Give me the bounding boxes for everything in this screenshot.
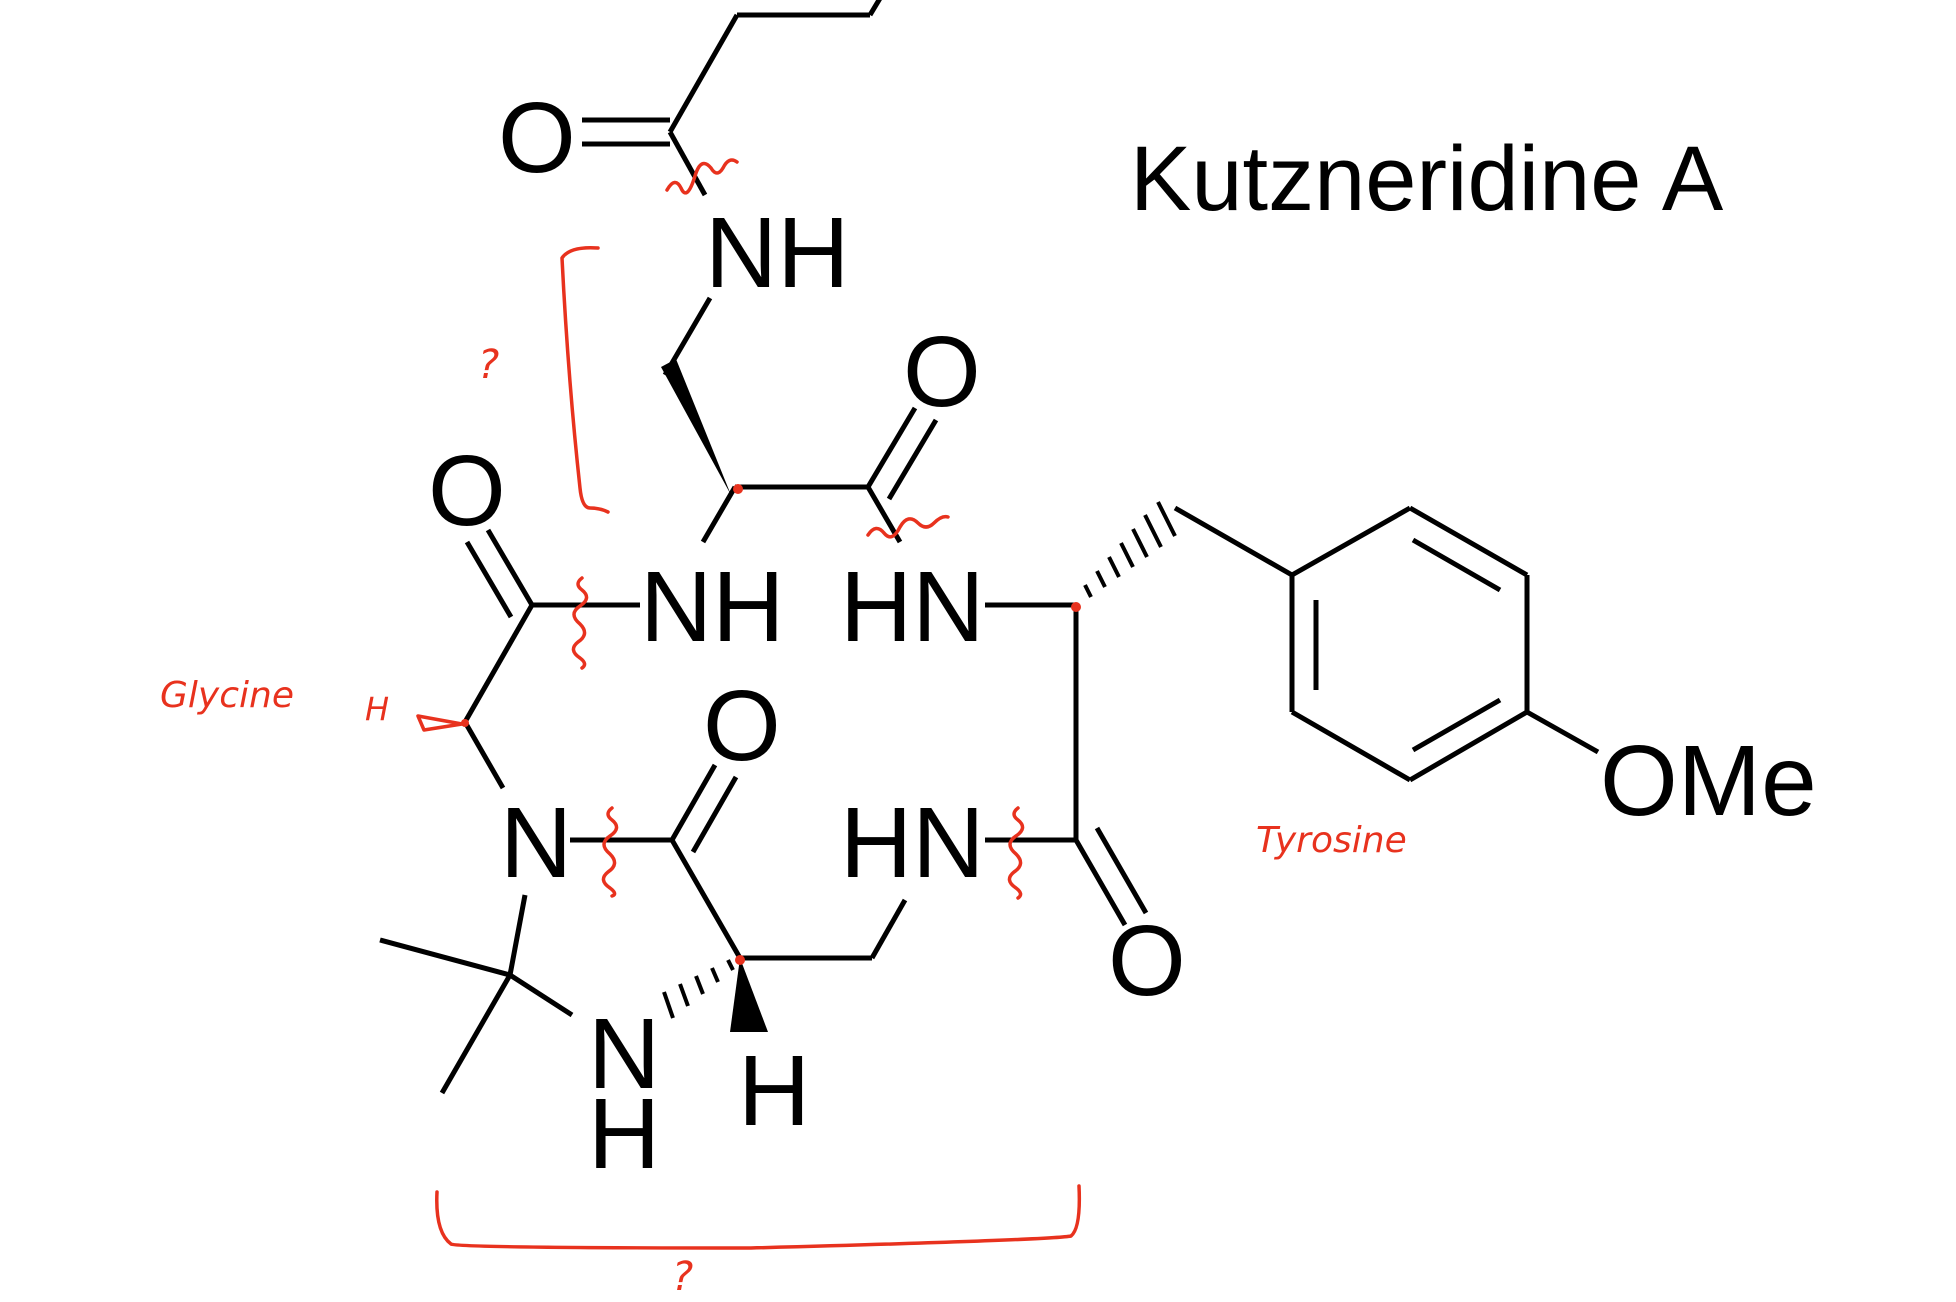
atom-h-ring: H [588, 1078, 660, 1190]
stereocenter-dot-upper [733, 484, 743, 494]
atom-hn-mid: HN [840, 551, 984, 663]
atom-o-upper-right: O [903, 316, 981, 428]
bracket-upper [560, 245, 610, 514]
squiggle-upper-right-amide [866, 514, 950, 539]
handwritten-annotations: Glycine H Tyrosine ? ? [160, 158, 1407, 1300]
squiggle-top-amide [665, 158, 739, 195]
wedge-bond-h [730, 958, 768, 1032]
compound-title: Kutzneridine A [1130, 128, 1724, 230]
atom-o-lower-mid: O [703, 670, 781, 782]
squiggle-left-amide [571, 576, 589, 670]
squiggle-lower-left-amide [601, 806, 619, 898]
label-question-lower: ? [672, 1254, 693, 1300]
hash-bond-tyrosine [1083, 501, 1177, 598]
atom-o-left: O [428, 435, 506, 547]
bracket-lower [435, 1184, 1082, 1250]
atom-ome: OMe [1600, 725, 1817, 837]
atom-h-stereo: H [738, 1035, 810, 1147]
stereocenter-dot-lower [735, 955, 745, 965]
atom-nh-top: NH [705, 197, 849, 309]
glycine-arrow [416, 714, 464, 732]
stereocenter-dot-glycine [461, 719, 469, 727]
label-tyrosine: Tyrosine [1256, 820, 1407, 861]
label-question-upper: ? [478, 342, 499, 388]
atom-labels: O NH O O NH HN O N HN O N H H OMe [428, 82, 1817, 1190]
atom-nh-mid: NH [640, 551, 784, 663]
atom-n-ring: N [588, 998, 660, 1110]
atom-hn-lower: HN [840, 787, 984, 899]
atom-n-lower: N [500, 787, 572, 899]
stereo-bonds [661, 359, 1177, 1032]
squiggle-lower-right-amide [1007, 806, 1025, 900]
label-glycine: Glycine [160, 675, 294, 716]
hash-bond-ring-nh [662, 959, 735, 1019]
wedge-bond-upper [661, 359, 731, 495]
atom-o-bottom-right: O [1108, 905, 1186, 1017]
stereocenter-dot-tyrosine [1071, 602, 1081, 612]
atom-o-top: O [498, 82, 576, 194]
label-glycine-h: H [365, 690, 389, 728]
bond-lines [379, 0, 1600, 1095]
